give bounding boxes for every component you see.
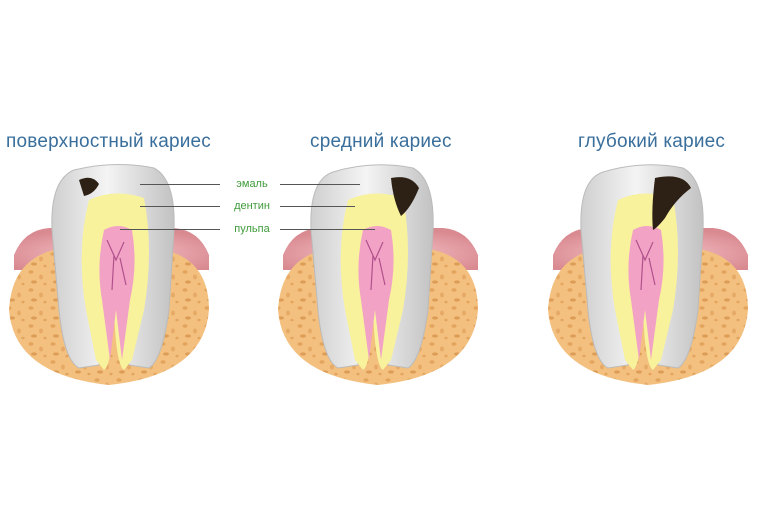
tooth-superficial-caries [9, 163, 209, 385]
dentin-leader-line [140, 206, 220, 207]
label-dentin: дентин [234, 200, 270, 212]
stage-title-superficial: поверхностный кариес [6, 131, 212, 152]
pulp-leader-line-right [280, 229, 375, 230]
tooth-deep-caries [548, 164, 748, 385]
pulp-leader-line [120, 229, 220, 230]
tooth-medium-caries [278, 164, 478, 385]
label-enamel: эмаль [236, 178, 268, 190]
stage-title-medium: средний кариес [310, 131, 452, 152]
dentin-leader-line-right [280, 206, 355, 207]
label-pulp: пульпа [234, 223, 270, 235]
enamel-leader-line [140, 184, 220, 185]
stage-title-deep: глубокий кариес [578, 131, 726, 152]
enamel-leader-line-right [280, 184, 360, 185]
